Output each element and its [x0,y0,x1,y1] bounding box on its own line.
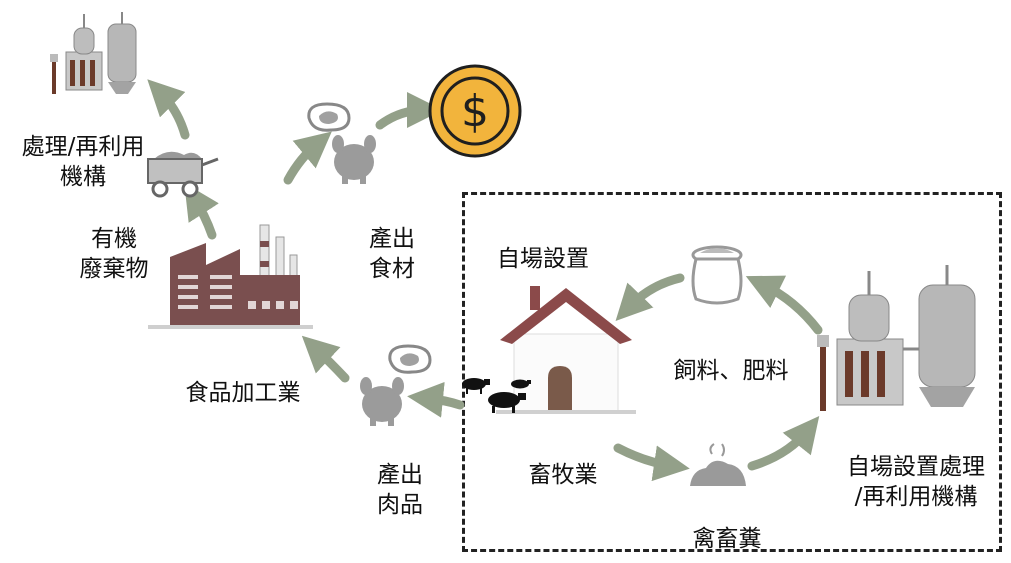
tank-icon [50,12,137,94]
label-line: 食材 [369,256,415,282]
cart-icon [147,151,219,198]
meat-icon [307,102,351,132]
label-self-facility: 自場設置 [497,246,589,272]
label-livestock: 畜牧業 [528,462,598,488]
label-food-processing: 食品加工業 [185,380,301,406]
arrow-livestock-to-manure [613,443,690,482]
coin-symbol: $ [461,86,489,137]
arrow-factory-to-cart [184,182,219,240]
label-line: 處理/再利用 [21,134,145,160]
label-meat-output: 產出 肉品 [360,460,440,520]
label-organic-waste: 有機 廢棄物 [64,224,164,284]
sack-icon [691,245,743,305]
label-food-output: 產出 食材 [352,224,432,284]
arrow-sack-to-house [615,273,685,322]
label-manure: 禽畜糞 [692,526,762,552]
meat-icon [388,344,432,374]
label-line: 自場設置處理 [847,454,985,480]
label-onsite-processing: 自場設置處理 /再利用機構 [826,452,1006,512]
label-line: 廢棄物 [79,256,149,282]
tank-icon [817,265,976,411]
label-line: 機構 [60,164,106,190]
label-feed-fertilizer: 飼料、肥料 [673,358,789,384]
label-line: 產出 [369,226,415,252]
chicken-icon [360,377,404,426]
manure-icon [690,443,746,486]
arrow-cart-to-tank [147,79,190,140]
arrow-tank-to-sack [745,275,823,335]
house-icon [496,286,636,414]
label-processing-facility: 處理/再利用 機構 [8,132,158,192]
factory-icon [148,224,313,329]
arrow-factory-to-chicken [283,131,332,185]
onsite-cycle-frame [462,192,1002,552]
arrow-manure-to-tank [747,415,820,471]
coin-icon: $ [428,64,522,158]
label-line: 肉品 [377,492,423,518]
arrow-chicken-to-factory [301,335,350,383]
arrow-house-to-chicken [407,381,465,418]
cattle-icon [462,378,531,413]
arrow-chicken-to-coin [375,92,443,130]
chicken-icon [332,135,376,184]
label-line: /再利用機構 [854,484,978,510]
label-line: 產出 [377,462,423,488]
label-line: 有機 [91,226,137,252]
